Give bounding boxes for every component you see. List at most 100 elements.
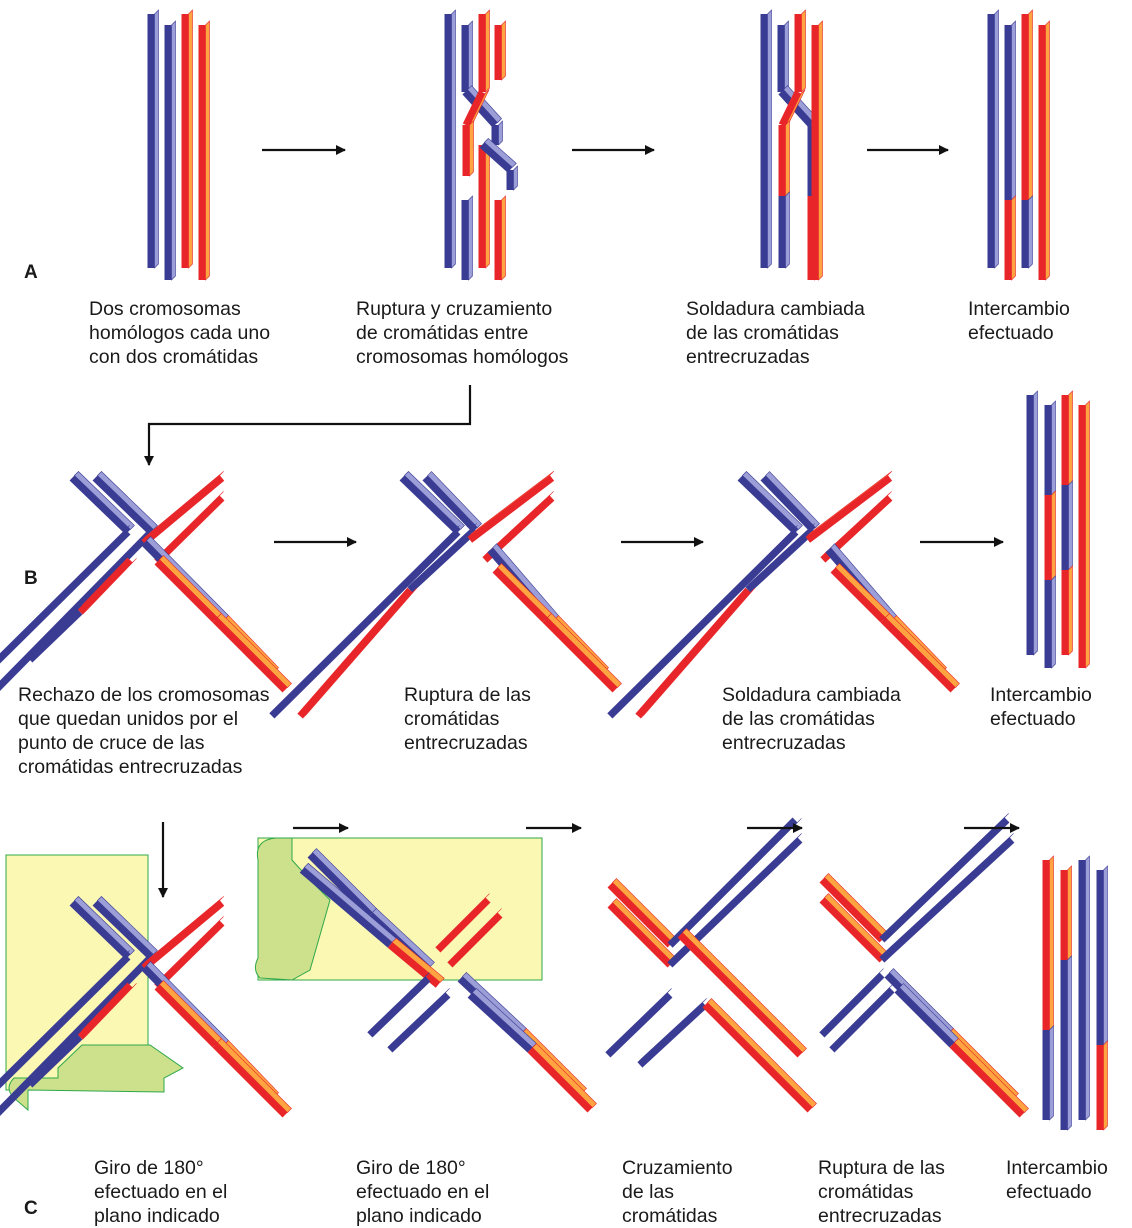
section-label-b: B	[24, 568, 38, 589]
b4-chromatid-4-seg0	[1078, 400, 1090, 669]
a4-chromatid-4-seg0	[1038, 20, 1050, 281]
b3-lower-2-seg1	[880, 613, 960, 693]
caption-a4: Intercambio efectuado	[968, 298, 1070, 344]
b1-mix-seg1	[27, 605, 83, 663]
c3-blue-low-seg0	[605, 988, 673, 1058]
caption-a2: Ruptura y cruzamiento de cromátidas entr…	[356, 298, 569, 368]
c3-chromatid-2-seg1	[667, 833, 803, 968]
b4-chromatid-3-seg0	[1061, 390, 1073, 486]
caption-c1: Giro de 180° efectuado en el plano indic…	[94, 1157, 228, 1227]
c5-chromatid-2-seg1	[1060, 955, 1072, 1131]
a2-chromatid-4-lower-seg0	[494, 195, 506, 281]
b3-blue-2-seg0	[760, 471, 820, 533]
b3-red-arm-2-seg0	[820, 491, 893, 563]
b2-blue-1-seg0	[399, 471, 465, 535]
arrow-a-to-b	[144, 385, 472, 466]
b2-lower-2-seg0	[492, 563, 552, 623]
a1-chromatid-3-seg0	[181, 9, 193, 269]
b1-mix-seg0	[77, 557, 137, 615]
b4-chromatid-3-seg2	[1061, 565, 1073, 656]
section-label-a: A	[24, 262, 38, 283]
b3-blue-1-seg1	[607, 525, 799, 719]
caption-a1: Dos cromosomas homólogos cada uno con do…	[89, 298, 271, 368]
c4-chromatid-2-seg1	[879, 833, 1015, 963]
c5-chromatid-2-seg0	[1060, 865, 1072, 961]
b3-blue-1-seg0	[737, 471, 803, 535]
b3-blue-2-seg1	[745, 523, 816, 593]
c1-blue-1-seg1	[0, 950, 131, 1089]
a4-chromatid-3-seg1	[1021, 195, 1033, 269]
b1-blue-2-seg0	[92, 471, 158, 535]
c2-red-arm-1-seg0	[435, 893, 491, 953]
b1-blue-1-seg1	[0, 525, 131, 664]
a2-chromatid-3-upper-seg2	[462, 120, 474, 177]
b3-lower-2-seg0	[830, 563, 890, 623]
c2-blue-top-2-seg1	[387, 937, 445, 988]
c1-blue-1-seg0	[69, 896, 135, 960]
a3-chromatid-3-seg2	[778, 120, 790, 197]
caption-c4: Ruptura de las cromátidas entrecruzadas	[818, 1157, 945, 1227]
c5-chromatid-4-seg0	[1096, 865, 1108, 1046]
b1-red-arm-1-seg0	[141, 471, 225, 546]
c1-mix-seg0	[77, 982, 137, 1040]
a3-chromatid-4-seg0	[811, 20, 823, 281]
a3-chromatid-3-seg3	[778, 191, 790, 269]
a2-chromatid-2-upper-seg0	[461, 20, 473, 93]
a2-chromatid-2-upper-seg2	[491, 120, 503, 146]
a1-chromatid-4-seg0	[198, 20, 210, 281]
caption-b2: Ruptura de las cromátidas entrecruzadas	[404, 684, 531, 754]
b2-lower-2-seg1	[542, 613, 622, 693]
b2-blue-2-seg0	[422, 471, 482, 533]
b2-blue-2-seg1	[407, 523, 478, 593]
section-label-c: C	[24, 1198, 38, 1219]
b3-blue-2-seg2	[635, 587, 755, 719]
c5-chromatid-1-seg0	[1042, 855, 1054, 1031]
c3-chromatid-1-seg1	[667, 817, 802, 948]
c1-lower-2-seg0	[154, 980, 222, 1048]
a3-chromatid-1-seg0	[760, 9, 772, 269]
b4-chromatid-1-seg0	[1026, 390, 1038, 656]
b1-blue-1-seg0	[69, 471, 135, 535]
caption-b3: Soldadura cambiada de las cromátidas ent…	[722, 684, 901, 754]
a2-chromatid-2-lower-seg0	[461, 195, 473, 281]
c2-low-4-seg0	[467, 988, 537, 1053]
c1-mix-seg1	[27, 1030, 83, 1088]
c4-chromatid-1-seg1	[879, 813, 1010, 943]
a4-chromatid-2-seg1	[1004, 195, 1016, 281]
b4-chromatid-2-seg2	[1044, 575, 1056, 669]
c1-blue-2-seg0	[92, 896, 158, 960]
caption-a3: Soldadura cambiada de las cromátidas ent…	[686, 298, 865, 368]
a4-chromatid-3-seg0	[1021, 9, 1033, 201]
b2-red-arm-1-seg0	[467, 470, 555, 543]
c1-red-arm-1-seg0	[141, 896, 225, 971]
b2-blue-1-seg1	[269, 525, 461, 719]
a1-chromatid-2-seg0	[164, 20, 176, 281]
a2-chromatid-4-upper-seg0	[494, 20, 506, 81]
c2-red-arm-2-seg0	[447, 908, 503, 968]
b2-blue-2-seg2	[297, 587, 417, 719]
b1-lower-2-seg0	[154, 555, 222, 623]
rotation-plane-panel-2	[254, 837, 543, 981]
caption-c2: Giro de 180° efectuado en el plano indic…	[356, 1157, 490, 1227]
b2-red-arm-2-seg0	[482, 491, 555, 563]
a2-cross-piece-seg1	[506, 165, 518, 191]
c3-red-diag-1-seg0	[677, 928, 807, 1058]
a3-chromatid-2-seg0	[777, 20, 789, 93]
b4-chromatid-2-seg0	[1044, 400, 1056, 496]
c1-lower-2-seg1	[212, 1038, 292, 1118]
caption-c5: Intercambio efectuado	[1006, 1157, 1108, 1203]
caption-b4: Intercambio efectuado	[990, 684, 1092, 730]
caption-c3: Cruzamiento de las cromátidas	[622, 1157, 733, 1227]
b1-lower-2-seg1	[212, 613, 292, 693]
a2-chromatid-3-upper-seg0	[478, 9, 490, 93]
c4-low-4-seg0	[894, 983, 959, 1048]
c4-low-4-seg1	[949, 1038, 1029, 1118]
a1-chromatid-1-seg0	[147, 9, 159, 269]
a4-chromatid-2-seg0	[1004, 20, 1016, 201]
c5-chromatid-4-seg1	[1096, 1040, 1108, 1131]
b4-chromatid-2-seg1	[1044, 490, 1056, 581]
a3-chromatid-3-seg0	[794, 9, 806, 93]
c5-chromatid-3-seg0	[1078, 855, 1090, 1121]
c3-chromatid-3-seg1	[702, 998, 817, 1113]
